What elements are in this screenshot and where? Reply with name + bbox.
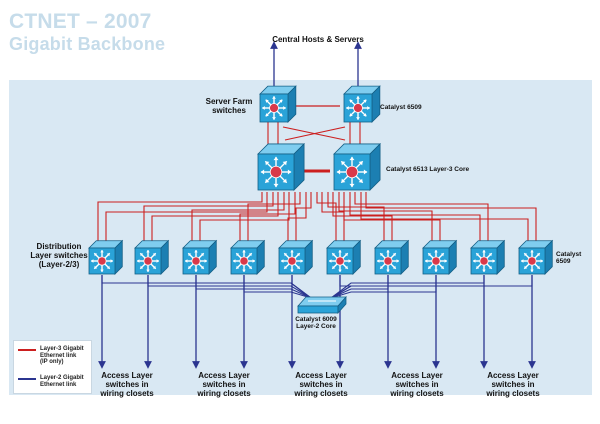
distribution-switch-10	[518, 239, 554, 275]
catalyst-6509-right-label: Catalyst 6509	[556, 251, 582, 266]
link-core-dist-b-8	[354, 192, 489, 245]
central-hosts-label: Central Hosts & Servers	[272, 35, 364, 44]
access-label-5: Access Layer switches in wiring closets	[486, 371, 540, 399]
access-label-3: Access Layer switches in wiring closets	[294, 371, 348, 399]
distribution-switch-6	[326, 239, 362, 275]
link-core-dist-a-1	[143, 192, 274, 245]
link-core-dist-b-4	[295, 192, 312, 245]
link-core-dist-b-3	[247, 192, 301, 245]
legend-layer2-text: Layer-2 Gigabit Ethernet link	[40, 375, 84, 388]
distribution-switch-3	[182, 239, 218, 275]
catalyst-6509-top-label: Catalyst 6509	[380, 104, 422, 111]
link-core-dist-b-6	[332, 192, 393, 245]
link-core-dist-a-6	[327, 192, 385, 245]
link-core-dist-a-3	[239, 192, 296, 245]
distribution-switch-4	[230, 239, 266, 275]
distribution-switch-9	[470, 239, 506, 275]
server-farm-label: Server Farm switches	[205, 97, 253, 116]
server-farm-switch-2	[343, 85, 381, 123]
access-label-2: Access Layer switches in wiring closets	[197, 371, 251, 399]
distribution-switch-1	[88, 239, 124, 275]
link-dist-l2core-9	[330, 275, 533, 299]
link-sf-cross-2	[284, 126, 346, 141]
core-switch-1	[257, 142, 306, 191]
catalyst-6513-label: Catalyst 6513 Layer-3 Core	[386, 166, 470, 173]
title-line1: CTNET – 2007	[9, 10, 152, 33]
link-core-dist-a-4	[287, 192, 307, 245]
distribution-switch-2	[134, 239, 170, 275]
server-farm-switch-1	[259, 85, 297, 123]
distribution-switch-8	[422, 239, 458, 275]
legend-layer2-swatch	[18, 378, 36, 380]
legend: Layer-3 Gigabit Ethernet link (IP only) …	[13, 340, 92, 394]
catalyst-6009-label: Catalyst 6009 Layer-2 Core	[295, 316, 337, 331]
legend-layer2: Layer-2 Gigabit Ethernet link	[18, 375, 84, 388]
link-core-dist-b-2	[199, 192, 290, 245]
link-core-dist-a-5	[316, 192, 337, 245]
access-label-1: Access Layer switches in wiring closets	[100, 371, 154, 399]
link-core-dist-a-8	[349, 192, 481, 245]
link-core-dist-a-0	[97, 192, 263, 245]
title-line2: Gigabit Backbone	[9, 34, 166, 54]
access-label-4: Access Layer switches in wiring closets	[390, 371, 444, 399]
link-core-dist-b-7	[343, 192, 441, 245]
legend-layer3-text: Layer-3 Gigabit Ethernet link (IP only)	[40, 346, 84, 366]
layer2-core-switch	[297, 295, 347, 315]
legend-layer3: Layer-3 Gigabit Ethernet link (IP only)	[18, 346, 84, 366]
link-dist-l2core-1	[147, 275, 312, 299]
core-switch-2	[333, 142, 382, 191]
link-core-dist-b-1	[151, 192, 279, 245]
link-core-dist-b-0	[105, 192, 268, 245]
distribution-label: Distribution Layer switches (Layer-2/3)	[30, 242, 88, 270]
distribution-switch-5	[278, 239, 314, 275]
link-core-dist-a-7	[338, 192, 433, 245]
distribution-switch-7	[374, 239, 410, 275]
link-core-dist-a-2	[191, 192, 285, 245]
link-core-dist-b-9	[365, 192, 537, 245]
legend-layer3-swatch	[18, 349, 36, 351]
link-core-dist-a-9	[360, 192, 529, 245]
